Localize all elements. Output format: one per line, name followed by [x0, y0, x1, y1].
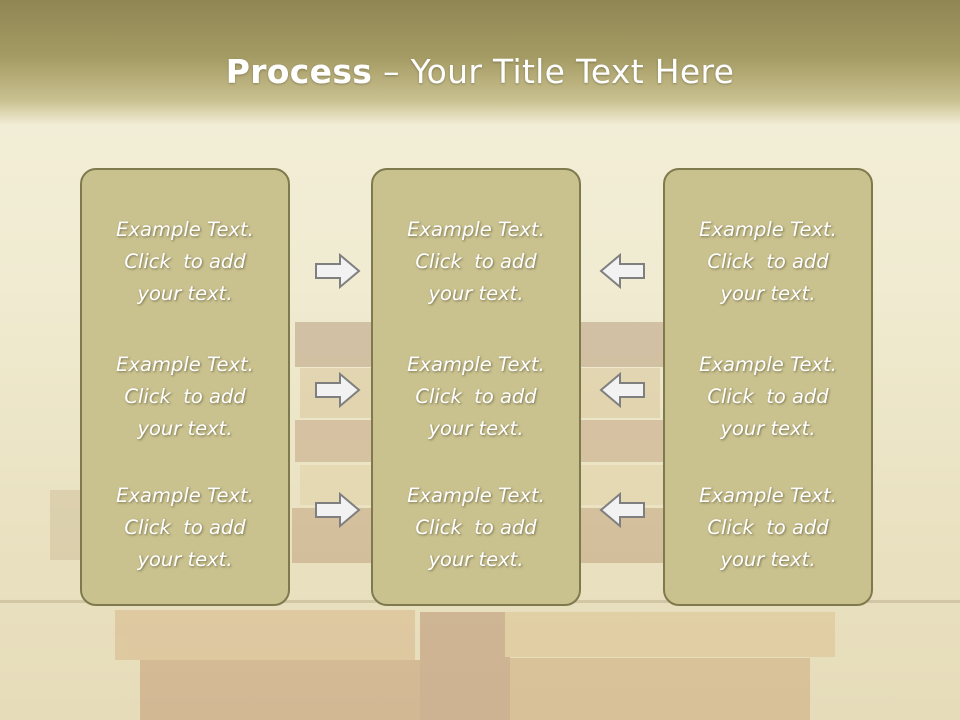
text-line: Example Text. — [116, 484, 254, 507]
text-line: your text. — [720, 417, 816, 440]
slide-title[interactable]: Process – Your Title Text Here — [0, 52, 960, 91]
panel-text-block[interactable]: Example Text. Click to add your text. — [373, 349, 579, 445]
text-line: your text. — [428, 417, 524, 440]
text-line: Example Text. — [116, 353, 254, 376]
text-line: Click to add — [707, 250, 829, 273]
text-line: Example Text. — [699, 218, 837, 241]
arrow-right-icon — [315, 371, 361, 409]
panel-text-block[interactable]: Example Text. Click to add your text. — [665, 214, 871, 310]
text-line: Click to add — [707, 385, 829, 408]
text-line: your text. — [137, 417, 233, 440]
text-line: Click to add — [124, 385, 246, 408]
text-line: Click to add — [124, 516, 246, 539]
text-line: your text. — [137, 282, 233, 305]
text-line: Example Text. — [407, 218, 545, 241]
panel-text-block[interactable]: Example Text. Click to add your text. — [665, 349, 871, 445]
panel-text-block[interactable]: Example Text. Click to add your text. — [373, 480, 579, 576]
text-line: Example Text. — [699, 353, 837, 376]
text-line: Click to add — [707, 516, 829, 539]
process-panel-middle[interactable]: Example Text. Click to add your text. Ex… — [371, 168, 581, 606]
text-line: Click to add — [415, 250, 537, 273]
text-line: your text. — [720, 282, 816, 305]
title-band — [0, 0, 960, 125]
process-panel-right[interactable]: Example Text. Click to add your text. Ex… — [663, 168, 873, 606]
text-line: your text. — [720, 548, 816, 571]
panel-text-block[interactable]: Example Text. Click to add your text. — [373, 214, 579, 310]
panel-text-block[interactable]: Example Text. Click to add your text. — [82, 214, 288, 310]
arrow-left-icon — [599, 491, 645, 529]
title-rest-text: – Your Title Text Here — [372, 52, 735, 91]
text-line: Click to add — [415, 385, 537, 408]
panel-text-block[interactable]: Example Text. Click to add your text. — [665, 480, 871, 576]
process-panel-left[interactable]: Example Text. Click to add your text. Ex… — [80, 168, 290, 606]
title-bold-text: Process — [225, 52, 373, 91]
text-line: Example Text. — [116, 218, 254, 241]
text-line: your text. — [428, 282, 524, 305]
arrow-left-icon — [599, 252, 645, 290]
arrow-right-icon — [315, 491, 361, 529]
text-line: Example Text. — [407, 484, 545, 507]
text-line: your text. — [137, 548, 233, 571]
text-line: Click to add — [124, 250, 246, 273]
panel-text-block[interactable]: Example Text. Click to add your text. — [82, 349, 288, 445]
arrow-left-icon — [599, 371, 645, 409]
text-line: Example Text. — [699, 484, 837, 507]
text-line: Click to add — [415, 516, 537, 539]
panel-text-block[interactable]: Example Text. Click to add your text. — [82, 480, 288, 576]
text-line: your text. — [428, 548, 524, 571]
arrow-right-icon — [315, 252, 361, 290]
text-line: Example Text. — [407, 353, 545, 376]
